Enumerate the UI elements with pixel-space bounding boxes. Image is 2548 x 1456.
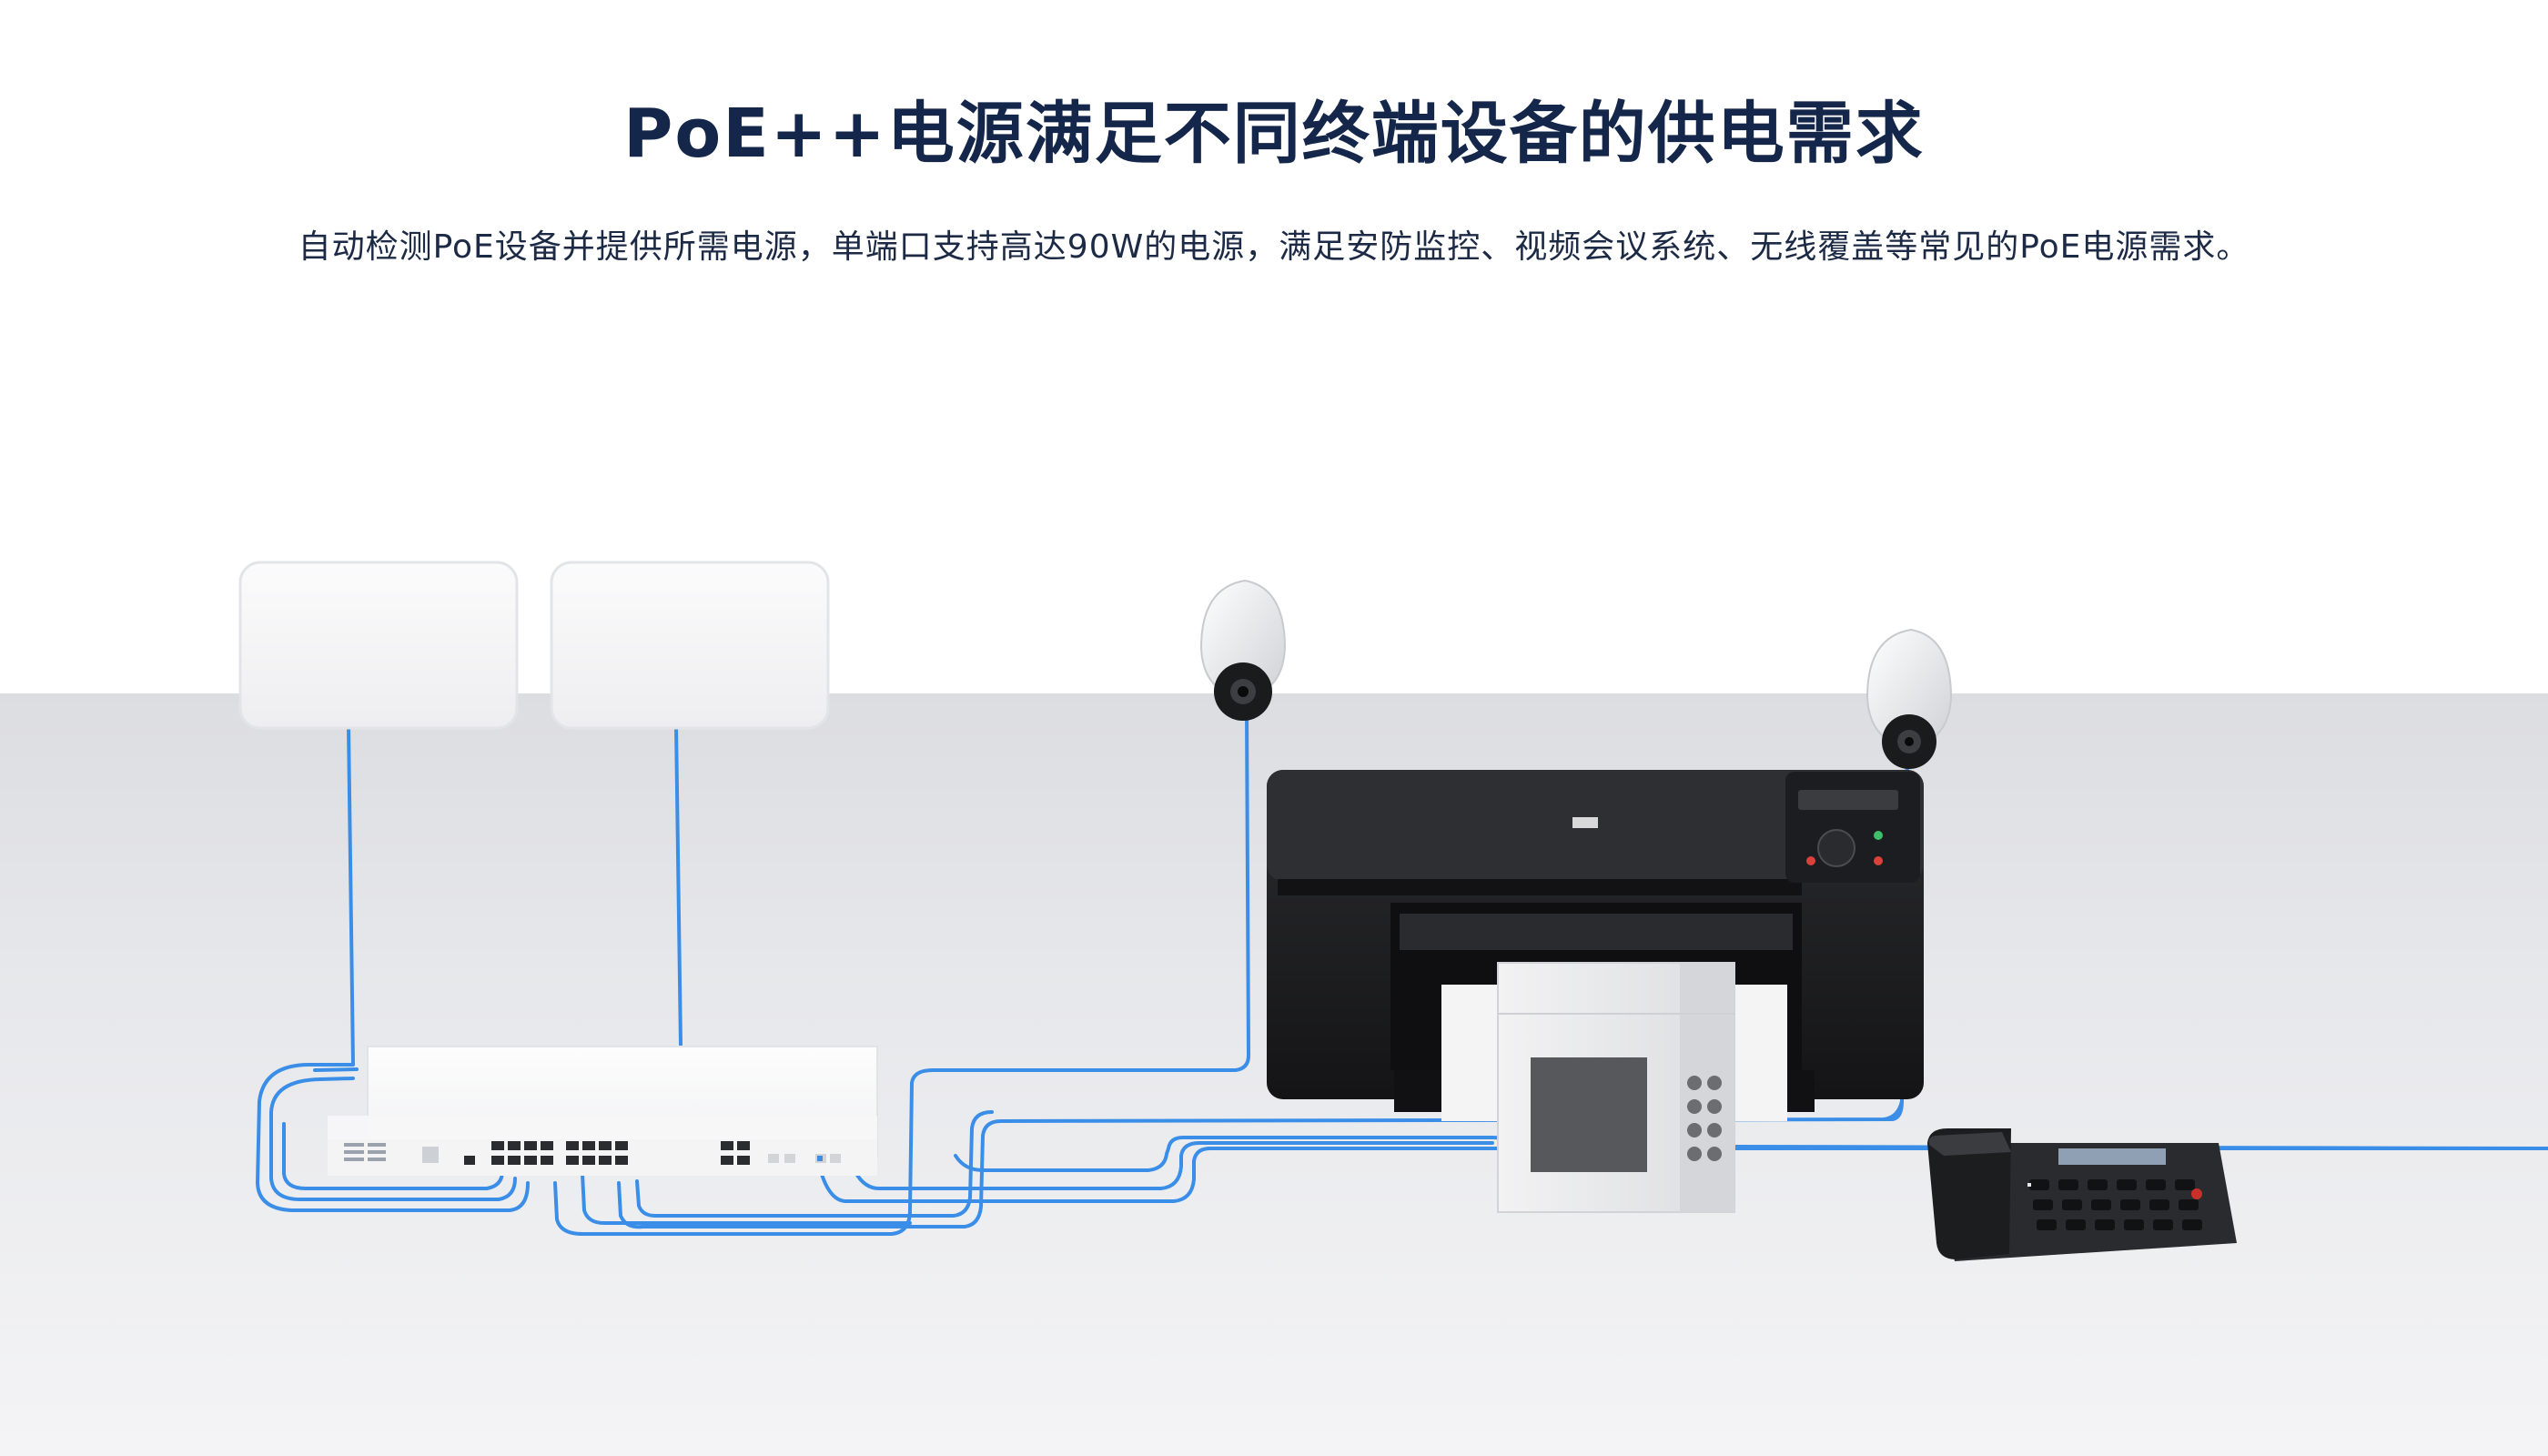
access-point-1	[238, 561, 519, 730]
attendance-terminal	[1497, 962, 1735, 1213]
poe-switch	[328, 1046, 878, 1176]
page-subtitle: 自动检测PoE设备并提供所需电源，单端口支持高达90W的电源，满足安防监控、视频…	[298, 228, 2250, 266]
access-point-icon	[238, 561, 519, 730]
access-point-icon	[550, 561, 830, 730]
access-point-2	[550, 561, 830, 730]
page-title: PoE++电源满足不同终端设备的供电需求	[623, 95, 1925, 173]
dome-camera-2	[1866, 628, 1953, 769]
poe-cables	[256, 708, 2548, 1236]
ip-phone	[1927, 1128, 2237, 1261]
dome-camera-1	[1199, 579, 1287, 721]
